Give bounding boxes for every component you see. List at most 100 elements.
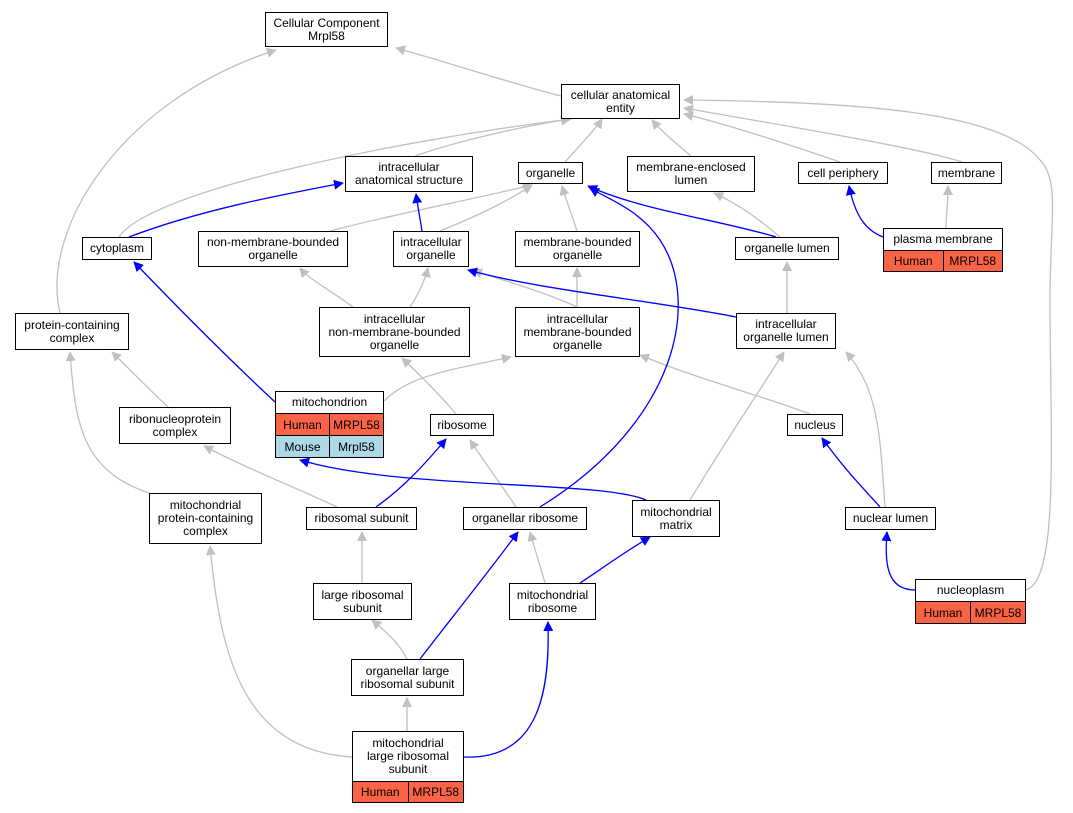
is-a-edge bbox=[65, 351, 150, 494]
is-a-edge bbox=[401, 357, 457, 415]
part-of-edge bbox=[299, 457, 647, 501]
node-membrane-enclosed-lumen[interactable]: membrane-enclosed lumen bbox=[627, 156, 755, 192]
node-intracellular-organelle-lumen[interactable]: intracellular organelle lumen bbox=[736, 313, 836, 349]
node-intracellular-non-membrane-bounded-organelle[interactable]: intracellular non-membrane-bounded organ… bbox=[319, 307, 470, 357]
node-ribosomal-subunit[interactable]: ribosomal subunit bbox=[306, 507, 417, 530]
node-label-line: mitochondrial bbox=[372, 736, 444, 750]
species-cell: Human bbox=[884, 251, 944, 271]
is-a-edge bbox=[651, 119, 692, 157]
node-label-line: lumen bbox=[674, 173, 708, 187]
part-of-edge bbox=[579, 536, 651, 584]
is-a-edge bbox=[118, 115, 572, 238]
part-of-edge bbox=[128, 179, 344, 238]
is-a-edge bbox=[383, 353, 512, 402]
node-mitochondrial-large-ribosomal-subunit[interactable]: mitochondrial large ribosomal subunit bbox=[352, 731, 464, 782]
node-label-line: mitochondrial bbox=[169, 498, 242, 512]
node-intracellular-anatomical-structure[interactable]: intracellular anatomical structure bbox=[345, 156, 473, 192]
node-cell-periphery[interactable]: cell periphery bbox=[798, 162, 888, 184]
node-membrane[interactable]: membrane bbox=[931, 162, 1002, 184]
node-organellar-large-ribosomal-subunit[interactable]: organellar large ribosomal subunit bbox=[351, 659, 464, 696]
node-cellular-anatomical-entity[interactable]: cellular anatomical entity bbox=[561, 84, 680, 119]
part-of-edge bbox=[467, 267, 737, 318]
part-of-edge bbox=[821, 437, 881, 508]
node-label-line: anatomical structure bbox=[354, 173, 464, 187]
node-label-line: cytoplasm bbox=[89, 241, 145, 255]
node-ribosome[interactable]: ribosome bbox=[430, 414, 494, 436]
is-a-edge bbox=[299, 267, 354, 308]
gene-cell: MRPL58 bbox=[943, 251, 1002, 271]
gene-cell: MRPL58 bbox=[408, 782, 463, 802]
species-cell: Human bbox=[916, 602, 971, 623]
node-protein-containing-complex[interactable]: protein-containing complex bbox=[15, 313, 129, 350]
node-label-line: large ribosomal bbox=[366, 749, 450, 763]
node-label-line: organelle bbox=[248, 248, 298, 262]
is-a-edge bbox=[439, 184, 533, 232]
node-intracellular-organelle[interactable]: intracellular organelle bbox=[393, 231, 469, 267]
node-label-line: intracellular bbox=[400, 235, 462, 249]
node-label-line: membrane-enclosed bbox=[636, 160, 746, 174]
node-mitochondrial-matrix[interactable]: mitochondrial matrix bbox=[632, 500, 720, 537]
part-of-edge bbox=[412, 193, 423, 232]
part-of-edge bbox=[845, 185, 884, 238]
is-a-edge bbox=[559, 185, 578, 232]
node-label-line: intracellular bbox=[755, 317, 817, 331]
node-label-line: nucleus bbox=[794, 417, 836, 432]
node-mitochondrial-ribosome[interactable]: mitochondrial ribosome bbox=[509, 583, 596, 620]
gene-cell: Mrpl58 bbox=[330, 436, 383, 457]
node-ribonucleoprotein-complex[interactable]: ribonucleoprotein complex bbox=[119, 407, 231, 444]
node-mitochondrion[interactable]: mitochondrion bbox=[275, 391, 384, 414]
node-label-line: membrane-bounded bbox=[523, 235, 632, 249]
node-organelle-lumen[interactable]: organelle lumen bbox=[735, 237, 839, 260]
is-a-edge bbox=[639, 353, 811, 415]
node-nuclear-lumen[interactable]: nuclear lumen bbox=[845, 507, 936, 530]
is-a-edge bbox=[329, 182, 533, 232]
is-a-edge bbox=[564, 118, 603, 163]
is-a-edge bbox=[683, 104, 963, 163]
is-a-edge bbox=[395, 45, 562, 97]
node-label-line: cellular anatomical bbox=[570, 87, 671, 102]
node-organellar-ribosome[interactable]: organellar ribosome bbox=[463, 507, 587, 530]
node-label-line: matrix bbox=[659, 517, 693, 532]
node-large-ribosomal-subunit[interactable]: large ribosomal subunit bbox=[313, 583, 412, 620]
node-label-line: Cellular Component bbox=[273, 15, 380, 30]
node-label-line: subunit bbox=[343, 600, 382, 615]
node-label-line: ribonucleoprotein bbox=[128, 411, 222, 426]
node-label-line: mitochondrial bbox=[640, 504, 712, 519]
node-label-line: ribosomal subunit bbox=[314, 511, 409, 525]
node-plasma-membrane[interactable]: plasma membrane bbox=[883, 228, 1003, 251]
mitochondrion-annotation-human: Human MRPL58 bbox=[275, 413, 384, 436]
is-a-edge bbox=[205, 545, 353, 758]
node-label-line: protein-containing bbox=[157, 511, 254, 525]
node-membrane-bounded-organelle[interactable]: membrane-bounded organelle bbox=[515, 231, 640, 267]
species-cell: Human bbox=[353, 782, 409, 802]
mitochondrial-large-ribosomal-subunit-annotation: Human MRPL58 bbox=[352, 781, 464, 803]
node-nucleoplasm[interactable]: nucleoplasm bbox=[915, 579, 1026, 602]
is-a-edge bbox=[845, 351, 886, 508]
node-label-line: Mrpl58 bbox=[308, 28, 345, 43]
node-organelle[interactable]: organelle bbox=[518, 162, 583, 184]
node-label-line: membrane-bounded bbox=[523, 324, 632, 339]
part-of-edge bbox=[539, 187, 679, 508]
node-nucleus[interactable]: nucleus bbox=[787, 414, 843, 436]
node-non-membrane-bounded-organelle[interactable]: non-membrane-bounded organelle bbox=[198, 231, 348, 267]
node-mitochondrial-protein-containing-complex[interactable]: mitochondrial protein-containing complex bbox=[149, 493, 262, 544]
node-label-line: intracellular bbox=[378, 160, 440, 174]
node-label-line: organellar ribosome bbox=[471, 511, 579, 525]
part-of-edge bbox=[587, 185, 777, 238]
is-a-edge bbox=[56, 47, 277, 314]
node-intracellular-membrane-bounded-organelle[interactable]: intracellular membrane-bounded organelle bbox=[515, 307, 640, 357]
node-label-line: complex bbox=[152, 424, 198, 439]
part-of-edge bbox=[419, 531, 519, 660]
node-label-line: entity bbox=[606, 100, 635, 115]
node-label-line: large ribosomal bbox=[321, 587, 404, 602]
node-label-line: mitochondrion bbox=[291, 395, 368, 409]
node-label-line: cell periphery bbox=[807, 165, 879, 180]
node-label-line: nucleoplasm bbox=[936, 583, 1005, 597]
node-label-line: subunit bbox=[388, 762, 428, 776]
node-label-line: organelle bbox=[369, 337, 420, 352]
node-label-line: plasma membrane bbox=[893, 232, 993, 246]
node-cellular-component[interactable]: Cellular Component Mrpl58 bbox=[265, 12, 388, 47]
node-cytoplasm[interactable]: cytoplasm bbox=[82, 237, 152, 260]
node-label-line: organelle bbox=[525, 165, 576, 180]
